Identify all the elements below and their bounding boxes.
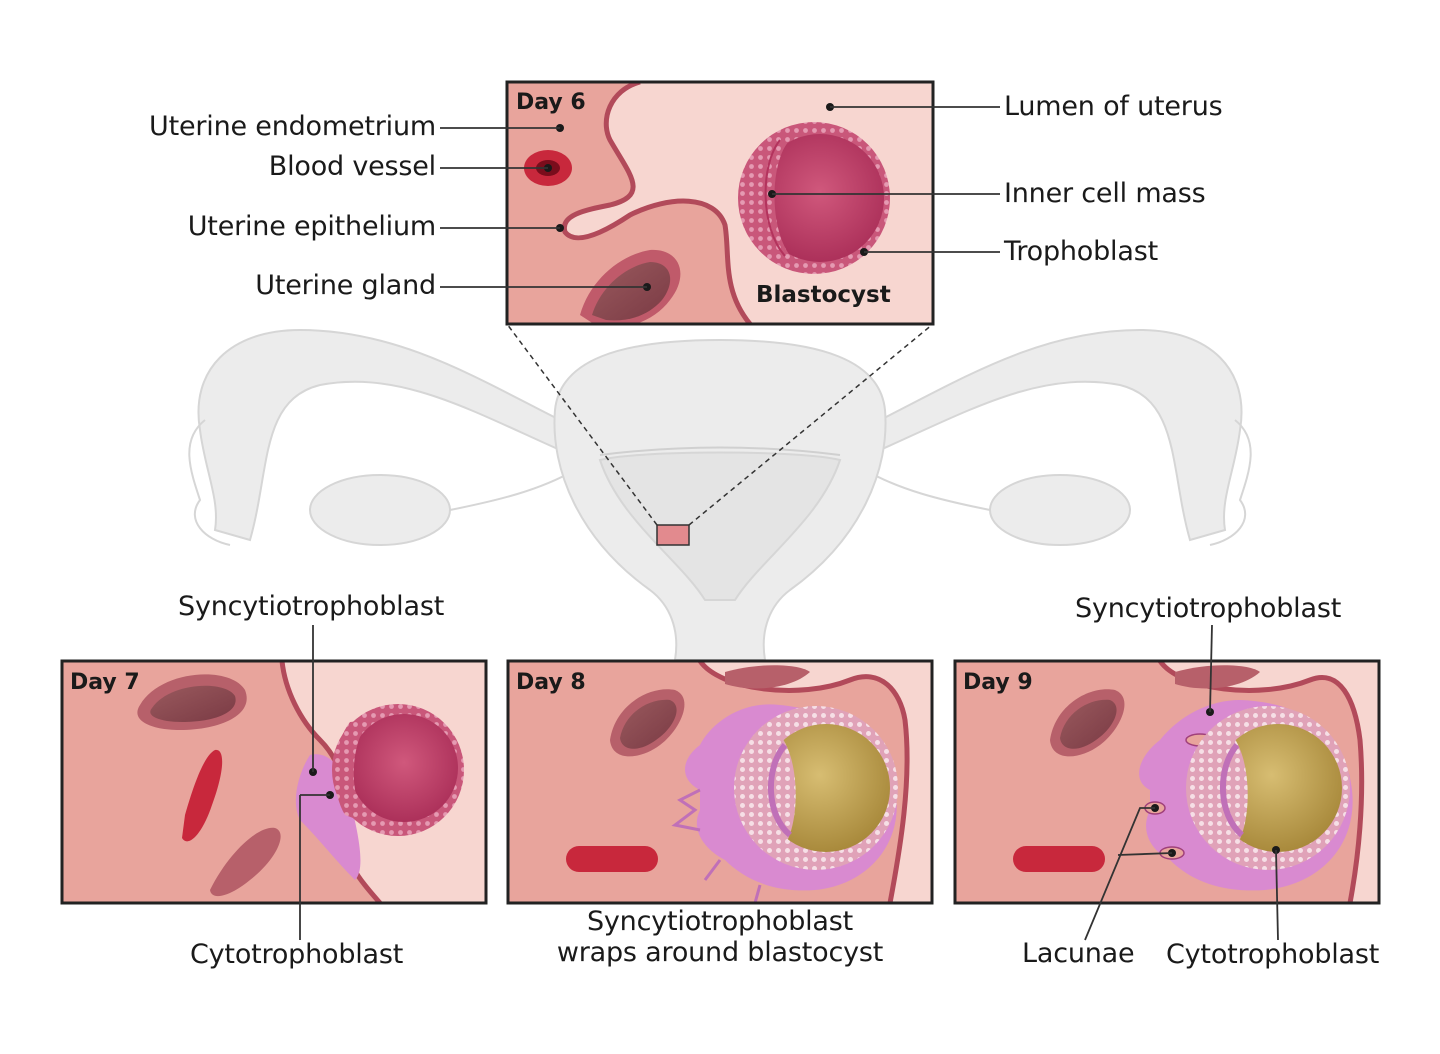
label-trophoblast: Trophoblast xyxy=(1004,236,1158,267)
label-day7-cytotrophoblast: Cytotrophoblast xyxy=(190,939,404,970)
label-uterine-endometrium: Uterine endometrium xyxy=(149,111,436,142)
panel-day8 xyxy=(506,659,934,905)
zoom-origin-box xyxy=(656,524,690,546)
zoom-line-left xyxy=(506,323,658,526)
blastocyst-label: Blastocyst xyxy=(756,282,891,308)
day8-caption-line1: Syncytiotrophoblast xyxy=(586,906,854,937)
panel-day6 xyxy=(440,80,1000,326)
label-uterine-epithelium: Uterine epithelium xyxy=(187,211,436,242)
label-inner-cell-mass: Inner cell mass xyxy=(1004,178,1206,209)
day7-title: Day 7 xyxy=(70,670,140,695)
panel-day7 xyxy=(60,625,488,940)
label-day9-syncytiotrophoblast: Syncytiotrophoblast xyxy=(1075,593,1342,624)
label-day9-cytotrophoblast: Cytotrophoblast xyxy=(1166,939,1380,970)
day8-caption-line2: wraps around blastocyst xyxy=(556,937,884,968)
zoom-line-right xyxy=(688,323,934,526)
label-lacunae: Lacunae xyxy=(1022,938,1135,969)
label-lumen-of-uterus: Lumen of uterus xyxy=(1004,91,1223,122)
panel-day9 xyxy=(953,624,1381,941)
day6-title: Day 6 xyxy=(516,90,586,115)
label-day7-syncytiotrophoblast: Syncytiotrophoblast xyxy=(178,591,445,622)
day9-title: Day 9 xyxy=(963,670,1033,695)
day8-title: Day 8 xyxy=(516,670,586,695)
label-uterine-gland: Uterine gland xyxy=(255,270,436,301)
label-blood-vessel: Blood vessel xyxy=(268,151,436,182)
